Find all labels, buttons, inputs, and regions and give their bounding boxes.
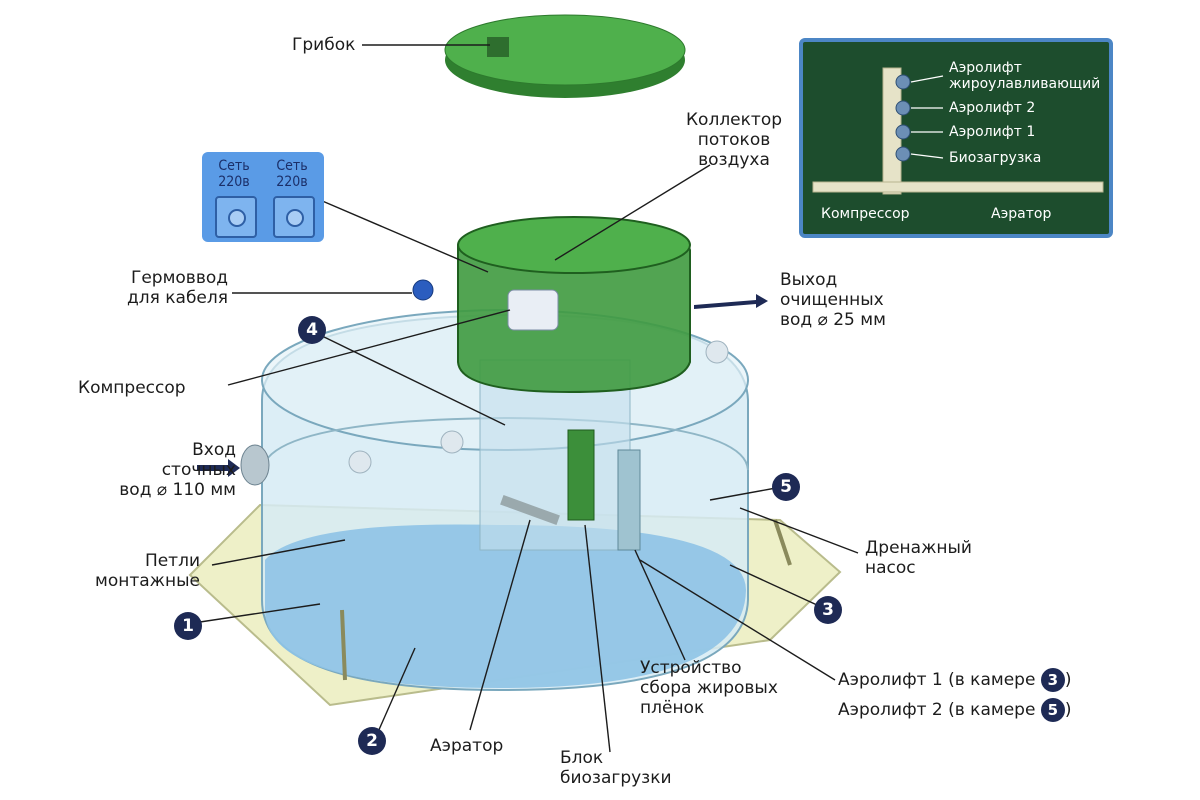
porthole <box>348 450 372 474</box>
chamber-badge-4: 4 <box>298 316 326 344</box>
label-compressor: Компрессор <box>78 378 186 398</box>
leader-line <box>319 199 489 273</box>
leader-line <box>739 507 859 554</box>
inset-label-bioload: Биозагрузка <box>949 150 1042 166</box>
badge-5: 5 <box>1040 698 1065 722</box>
airlift-pipes <box>617 449 641 551</box>
leader-line <box>199 603 321 623</box>
valve-icon <box>895 146 911 162</box>
hatch-vent <box>487 37 509 57</box>
label-airlift-1: Аэролифт 1 (в камере 3) <box>838 668 1072 692</box>
porthole <box>705 340 729 364</box>
leader-line <box>634 549 686 661</box>
chamber-badge-5: 5 <box>772 473 800 501</box>
aerator-tube <box>500 495 560 525</box>
inset-label-airlift-2: Аэролифт 2 <box>949 100 1036 116</box>
valve-icon <box>895 124 911 140</box>
outlet-arrow <box>694 294 768 309</box>
inset-label-compressor: Компрессор <box>821 206 910 222</box>
mounting-loop-front <box>340 609 347 681</box>
porthole <box>440 430 464 454</box>
compressor-aerator-pipe <box>812 181 1104 193</box>
chamber-badge-2: 2 <box>358 727 386 755</box>
socket-icon <box>273 196 315 238</box>
chamber-badge-1: 1 <box>174 612 202 640</box>
inset-label-aerator: Аэратор <box>991 206 1052 222</box>
leader-line <box>211 539 346 566</box>
bio-block <box>567 429 595 521</box>
valve-icon <box>895 100 911 116</box>
leader-line <box>227 309 511 386</box>
collector-inset-drawing <box>812 67 1104 195</box>
leader-line <box>469 519 531 731</box>
leader-line <box>729 564 818 606</box>
hatch-lid <box>444 14 686 86</box>
cable-gland <box>412 279 434 301</box>
label-airlift-2: Аэролифт 2 (в камере 5) <box>838 698 1072 722</box>
inset-label-airlift-1: Аэролифт 1 <box>949 124 1036 140</box>
badge-3: 3 <box>1040 668 1065 692</box>
label-hatch: Грибок <box>292 35 356 55</box>
green-neck-top <box>457 216 691 274</box>
inlet-pipe <box>240 444 270 486</box>
inlet-arrow <box>197 459 240 477</box>
leader-line <box>639 559 836 681</box>
compressor-unit <box>507 289 559 331</box>
leader-line <box>584 524 611 753</box>
leader-line <box>709 487 777 501</box>
chamber-badge-3: 3 <box>814 596 842 624</box>
leader-line <box>377 647 416 733</box>
mounting-loop-right <box>773 519 792 566</box>
socket-icon <box>215 196 257 238</box>
leader-line <box>319 334 506 426</box>
label-aerator: Аэратор <box>430 736 504 756</box>
leader-line <box>554 164 711 261</box>
valve-icon <box>895 74 911 90</box>
